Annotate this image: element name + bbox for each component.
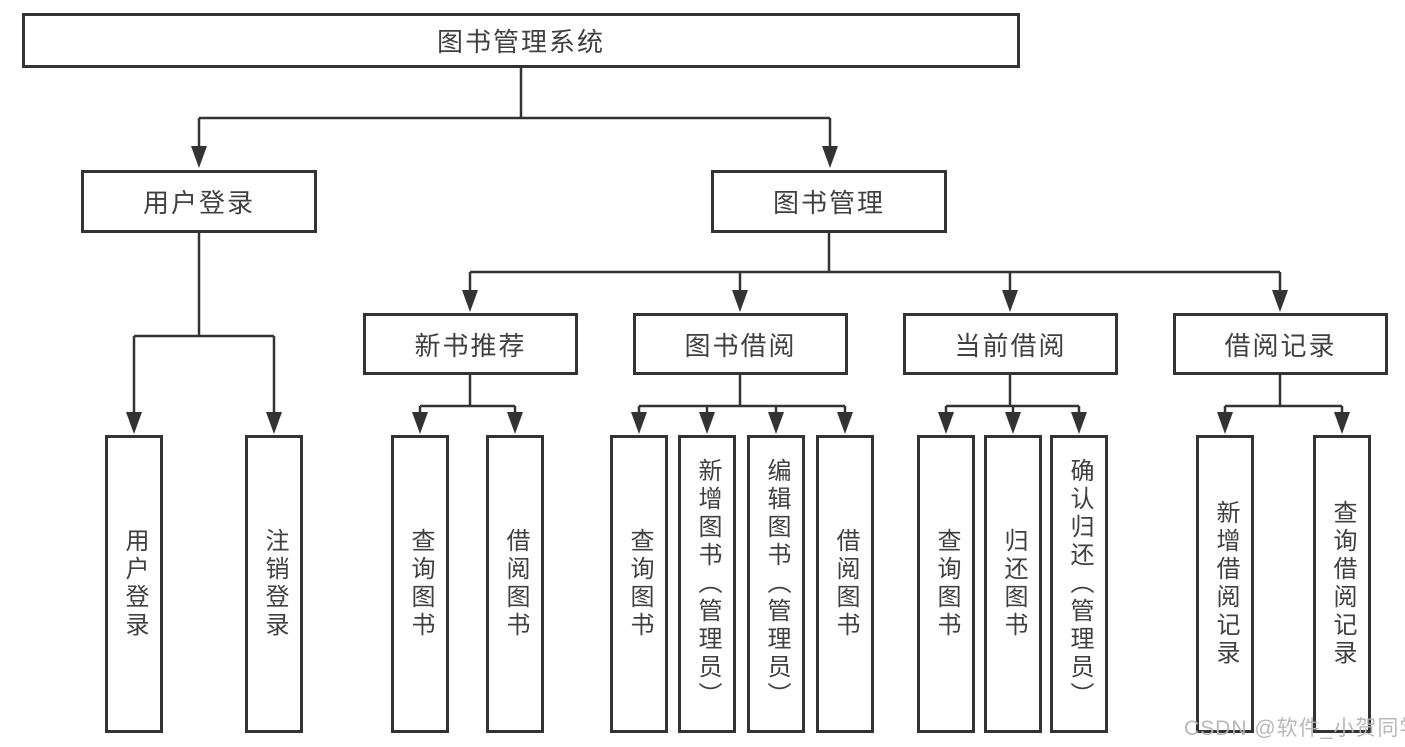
leaf-query-books: 查询图书 (610, 435, 668, 733)
node-label: 借阅图书 (502, 528, 529, 640)
node-current-borrowing: 当前借阅 (903, 313, 1118, 375)
node-label: 当前借阅 (954, 330, 1067, 361)
leaf-add-books-admin: 新增图书（管理员） (678, 435, 736, 733)
node-label: 用户登录 (121, 528, 148, 640)
leaf-add-borrow-record: 新增借阅记录 (1196, 435, 1254, 733)
node-borrow-records: 借阅记录 (1173, 313, 1388, 375)
node-new-book-recommendation: 新书推荐 (363, 313, 578, 375)
node-label: 查询图书 (407, 528, 434, 640)
leaf-return-books: 归还图书 (984, 435, 1042, 733)
csdn-watermark: CSDN @软件_小贺同学 (1184, 717, 1405, 740)
node-label: 图书管理系统 (436, 27, 605, 57)
node-label: 图书管理 (772, 188, 885, 218)
node-book-borrowing: 图书借阅 (633, 313, 848, 375)
node-book-management: 图书管理 (711, 170, 947, 233)
leaf-query-books: 查询图书 (391, 435, 449, 733)
node-label: 编辑图书（管理员） (763, 458, 790, 710)
node-library-management-system: 图书管理系统 (22, 13, 1020, 68)
node-label: 借阅记录 (1224, 330, 1337, 361)
node-label: 查询图书 (933, 528, 960, 640)
leaf-query-borrow-record: 查询借阅记录 (1313, 435, 1371, 733)
node-label: 新增图书（管理员） (694, 458, 721, 710)
node-label: 归还图书 (1000, 528, 1027, 640)
leaf-user-login: 用户登录 (105, 435, 163, 733)
node-label: 查询图书 (626, 528, 653, 640)
node-label: 新增借阅记录 (1212, 500, 1239, 668)
node-label: 借阅图书 (832, 528, 859, 640)
node-label: 用户登录 (142, 188, 255, 218)
node-label: 图书借阅 (684, 330, 797, 361)
leaf-logout: 注销登录 (245, 435, 303, 733)
node-label: 注销登录 (261, 528, 288, 640)
leaf-confirm-return-admin: 确认归还（管理员） (1050, 435, 1108, 733)
node-label: 确认归还（管理员） (1066, 458, 1093, 710)
leaf-edit-books-admin: 编辑图书（管理员） (747, 435, 805, 733)
node-user-login: 用户登录 (81, 170, 317, 233)
node-label: 新书推荐 (414, 330, 527, 361)
leaf-borrow-books: 借阅图书 (816, 435, 874, 733)
leaf-borrow-books: 借阅图书 (486, 435, 544, 733)
node-label: 查询借阅记录 (1329, 500, 1356, 668)
arrowheads (126, 146, 1350, 434)
leaf-query-books: 查询图书 (917, 435, 975, 733)
